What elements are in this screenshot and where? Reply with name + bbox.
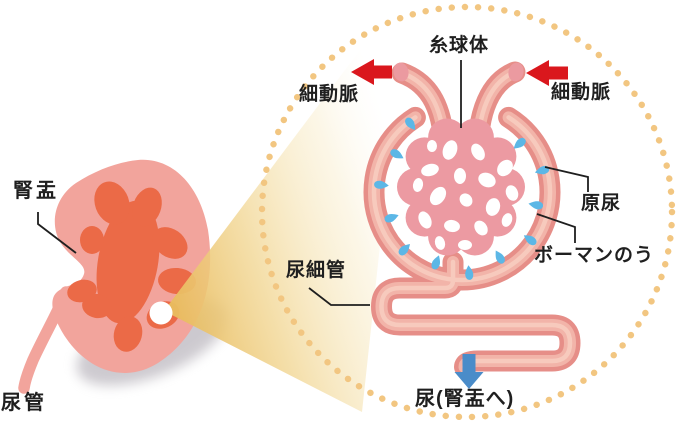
ureter-tube: [18, 286, 72, 394]
label-urine-outflow: 尿(腎盂へ): [415, 388, 515, 410]
magnifier-beam: [164, 0, 407, 412]
label-primary-urine: 原尿: [581, 193, 622, 214]
label-ureter: 尿管: [1, 392, 47, 414]
label-bowmans-capsule: ボーマンのう: [534, 245, 655, 266]
pointer-renal-pelvis: [37, 212, 77, 254]
label-arteriole-right: 細動脈: [551, 82, 612, 103]
pointer-lines: [37, 60, 589, 306]
pointer-bowmans-capsule: [536, 213, 576, 243]
pointer-primary-urine: [544, 166, 589, 192]
label-glomerulus: 糸球体: [429, 35, 490, 56]
label-arteriole-left: 細動脈: [299, 84, 360, 105]
magnifier-spot: [149, 301, 173, 325]
magnified-view-border: [258, 3, 676, 421]
glomerulus-capillary-gaps: [412, 140, 519, 250]
blood-flow-arrow-right-icon: [526, 60, 568, 86]
blood-flow-arrow-left-icon: [351, 59, 392, 85]
arteriole-openings: [393, 62, 524, 82]
label-renal-pelvis: 腎盂: [13, 180, 59, 202]
label-renal-tubule: 尿細管: [286, 260, 347, 281]
pointer-renal-tubule: [308, 287, 370, 306]
urine-flow-arrow-icon: [454, 354, 484, 389]
